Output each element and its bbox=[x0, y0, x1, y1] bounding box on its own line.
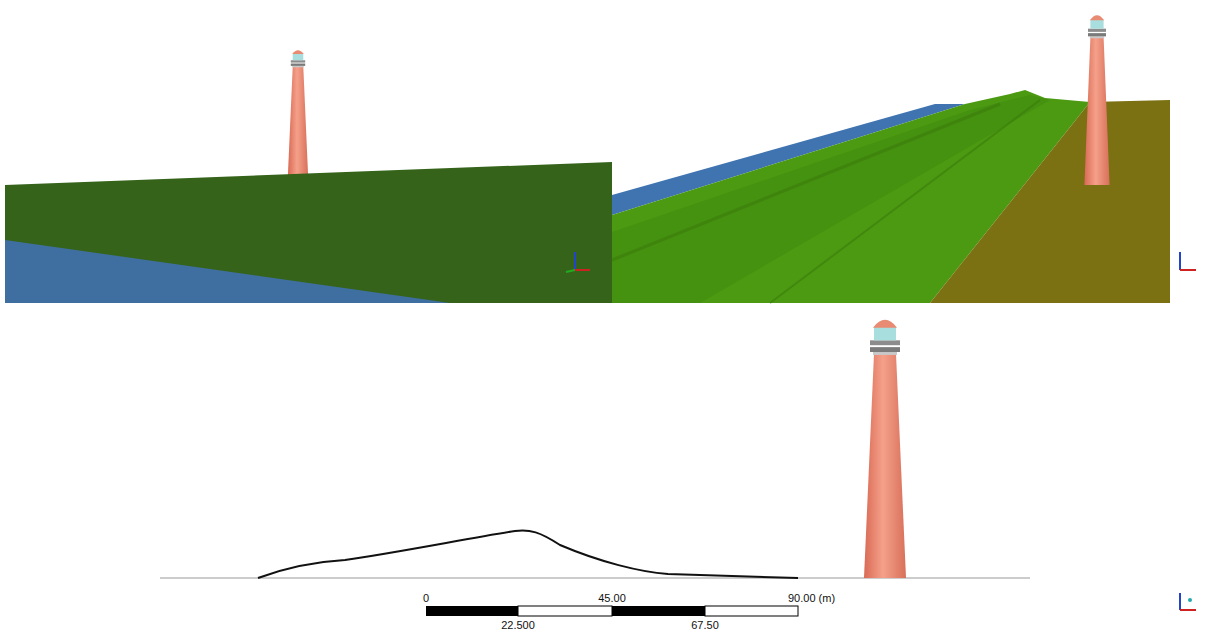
water bbox=[5, 240, 450, 303]
lighthouse bbox=[1084, 15, 1109, 185]
lighthouse bbox=[288, 50, 308, 175]
scale-label: 45.00 bbox=[598, 592, 626, 605]
dike-slope bbox=[5, 162, 612, 303]
scale-label: 90.00 (m) bbox=[788, 592, 835, 605]
axis-triad bbox=[1180, 593, 1196, 610]
scale-bar bbox=[426, 606, 798, 616]
polder-field bbox=[930, 100, 1170, 303]
axis-triad bbox=[566, 252, 590, 272]
lighthouse bbox=[864, 320, 906, 578]
scale-label: 67.50 bbox=[691, 619, 719, 632]
dike-profile bbox=[258, 530, 798, 578]
axis-triad bbox=[1180, 252, 1196, 270]
scale-label: 0 bbox=[423, 592, 429, 605]
scale-label: 22.500 bbox=[501, 619, 535, 632]
